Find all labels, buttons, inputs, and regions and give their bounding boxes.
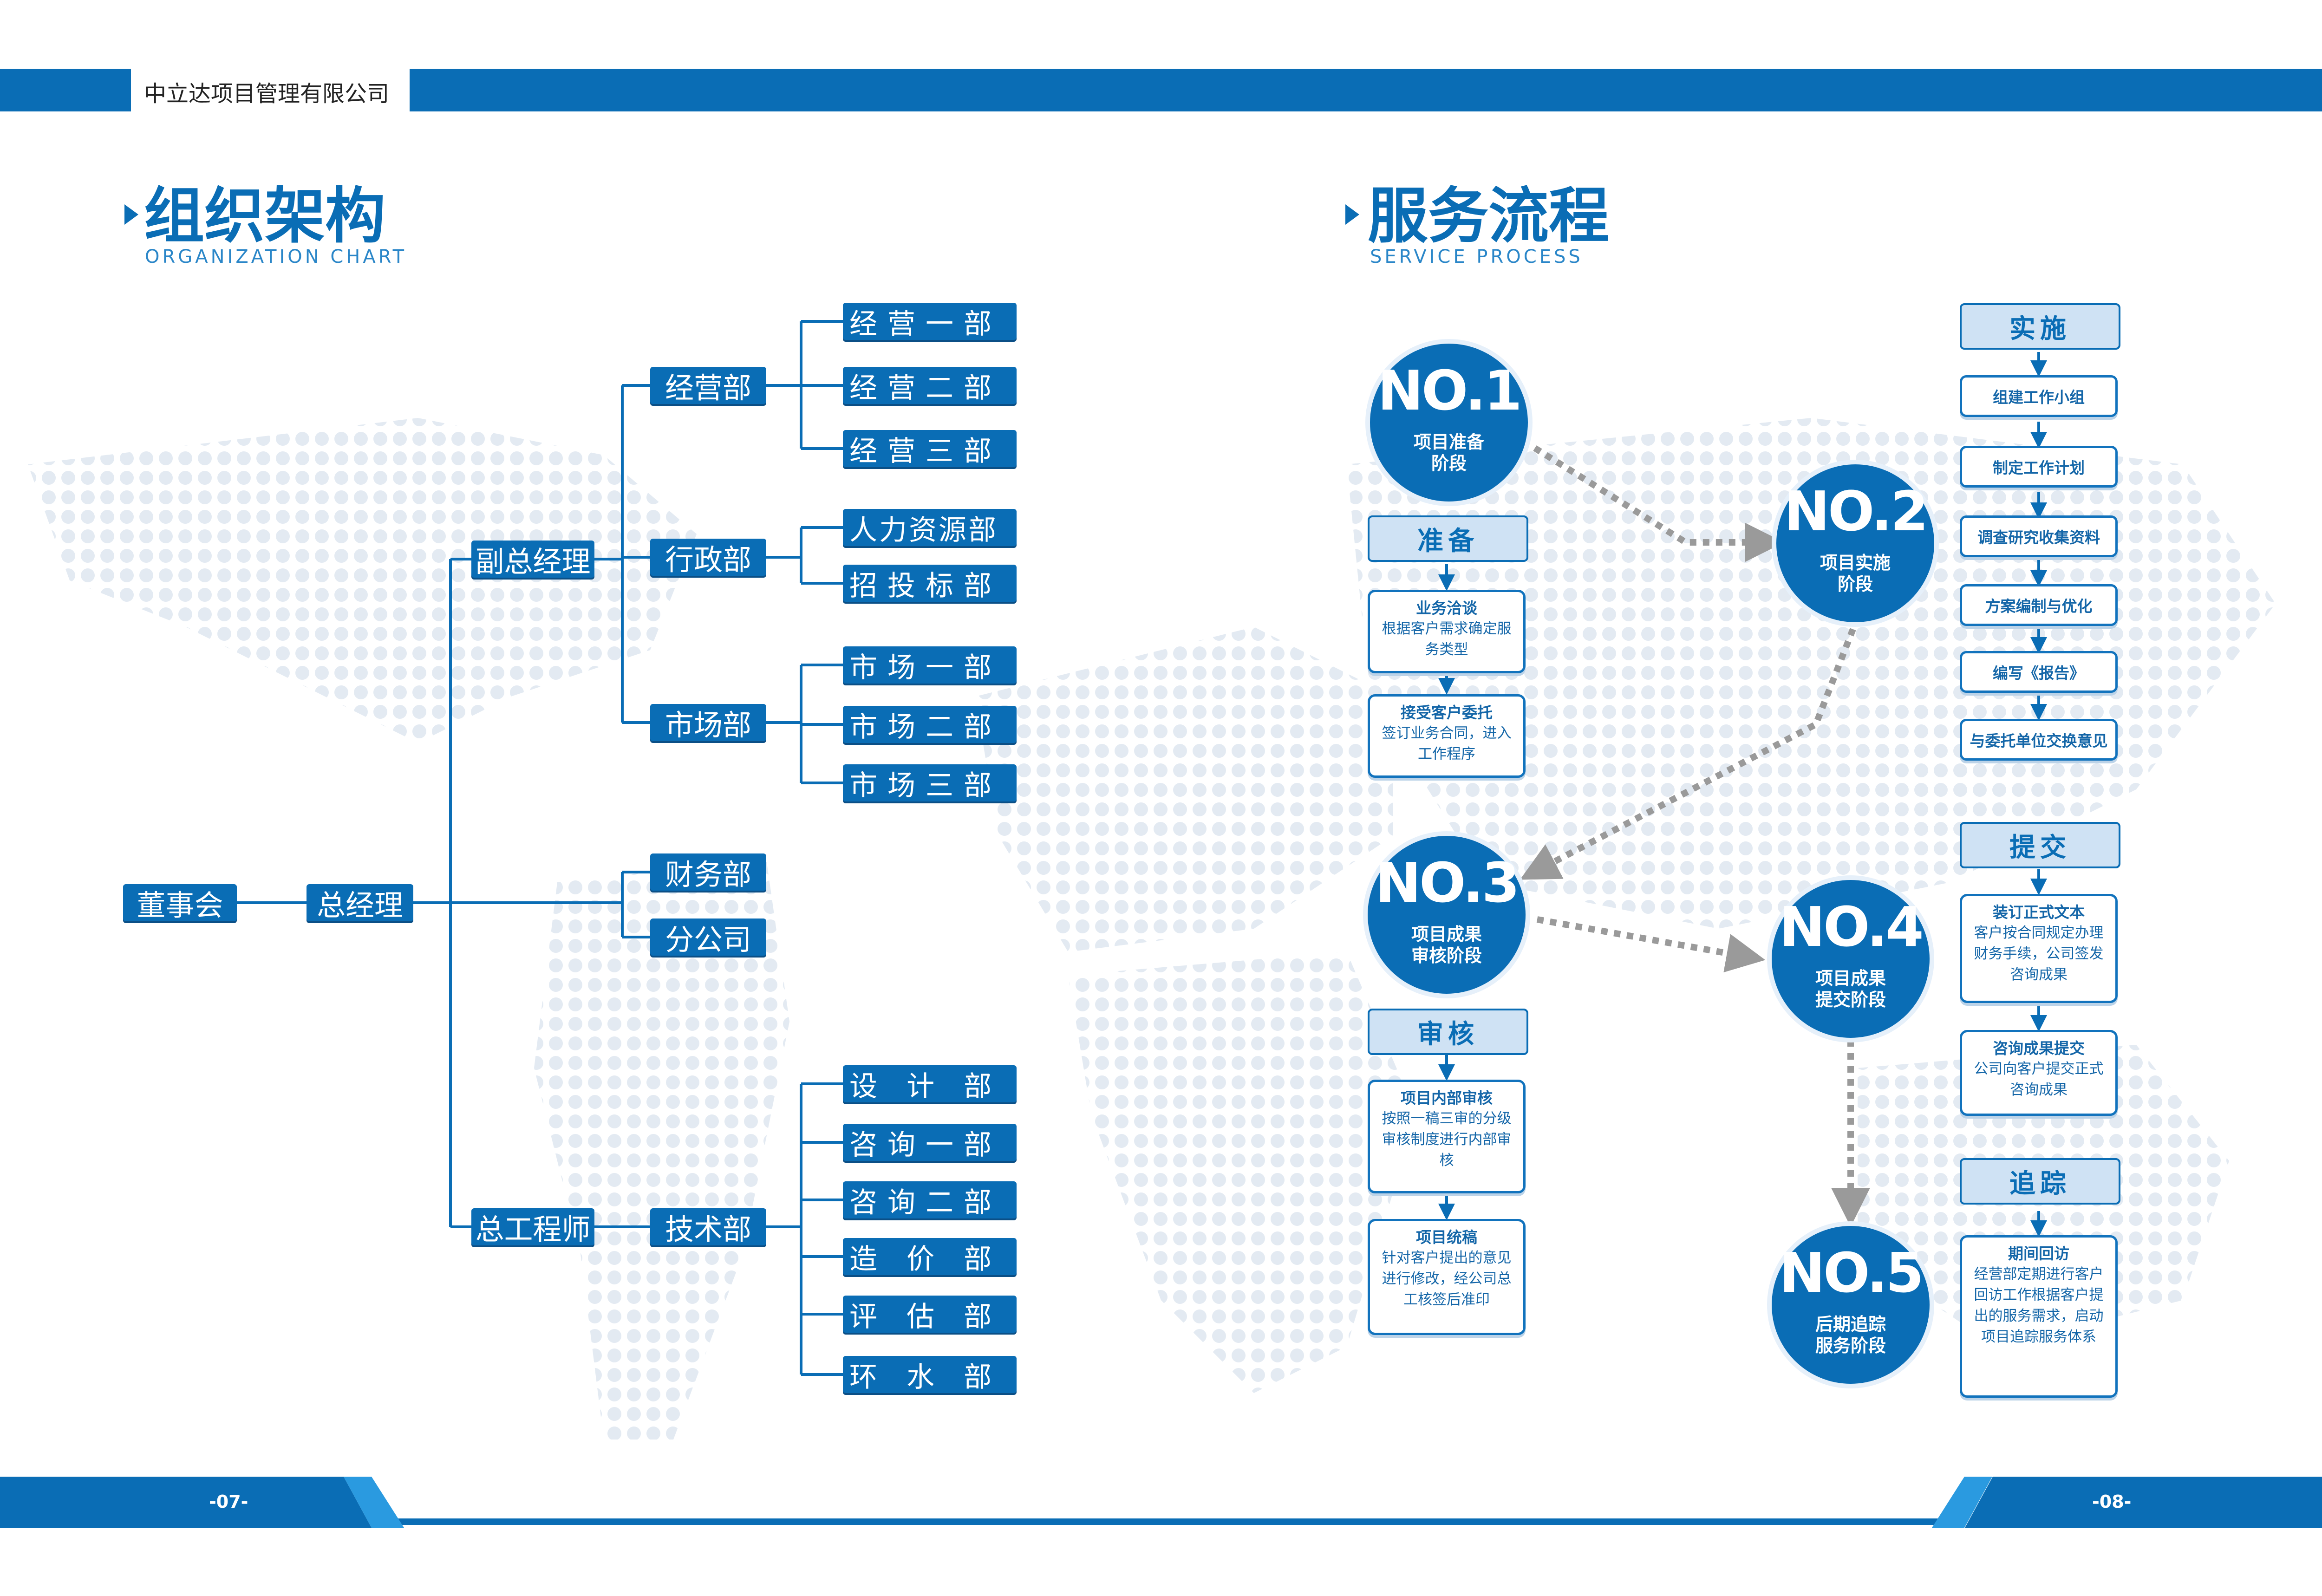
sub-evaluation: 评 估 部	[843, 1296, 1017, 1333]
dept-branch: 分公司	[650, 919, 766, 957]
sub-market-1: 市场一部	[843, 646, 1017, 684]
phase-5-number: NO.5	[1779, 1241, 1924, 1305]
phase-1-label-2: 阶段	[1431, 453, 1467, 474]
sub-operations-1: 经营一部	[843, 303, 1017, 340]
phase-3-label-2: 审核阶段	[1411, 945, 1482, 966]
card-title: 项目内部审核	[1401, 1089, 1493, 1107]
sub-hr: 人力资源部	[843, 509, 1017, 547]
phase-4-number: NO.4	[1779, 895, 1924, 959]
sub-design: 设 计 部	[843, 1065, 1017, 1103]
stage-prepare: 准备	[1368, 515, 1528, 562]
title-arrow-icon	[1345, 204, 1359, 225]
phase-1-circle: NO.1 项目准备 阶段	[1370, 344, 1528, 502]
phase-1-number: NO.1	[1377, 358, 1522, 423]
card-title: 项目统稿	[1416, 1228, 1477, 1246]
track-card-revisit: 期间回访 经营部定期进行客户回访工作根据客户提出的服务需求，启动项目追踪服务体系	[1960, 1235, 2118, 1398]
phase-2-number: NO.2	[1784, 479, 1928, 543]
prepare-card-commission: 接受客户委托 签订业务合同，进入工作程序	[1368, 694, 1526, 778]
board-box: 董事会	[123, 884, 237, 922]
phase-2-label: 项目实施	[1820, 553, 1891, 573]
phase-2-circle: NO.2 项目实施 阶段	[1776, 464, 1934, 622]
prepare-card-negotiation: 业务洽谈 根据客户需求确定服务类型	[1368, 590, 1526, 673]
dept-operations: 经营部	[650, 367, 766, 405]
submit-card-binding: 装订正式文本 客户按合同规定办理财务手续，公司签发咨询成果	[1960, 894, 2118, 1003]
sub-operations-2: 经营二部	[843, 367, 1017, 404]
title-arrow-icon	[124, 204, 138, 225]
phase-2-label-2: 阶段	[1837, 574, 1873, 594]
phase-5-circle: NO.5 后期追踪 服务阶段	[1772, 1226, 1930, 1384]
card-body: 经营部定期进行客户回访工作根据客户提出的服务需求，启动项目追踪服务体系	[1974, 1265, 2104, 1345]
general-manager-box: 总经理	[307, 884, 413, 922]
sub-consult-2: 咨询二部	[843, 1181, 1017, 1219]
stage-track: 追踪	[1960, 1158, 2120, 1205]
sub-environment: 环 水 部	[843, 1356, 1017, 1394]
card-title: 接受客户委托	[1401, 704, 1493, 722]
chief-engineer-box: 总工程师	[471, 1208, 594, 1246]
card-body: 根据客户需求确定服务类型	[1382, 620, 1512, 658]
sub-cost: 造 价 部	[843, 1238, 1017, 1276]
sub-consult-1: 咨询一部	[843, 1124, 1017, 1161]
card-body: 客户按合同规定办理财务手续，公司签发咨询成果	[1974, 924, 2104, 983]
phase-3-number: NO.3	[1375, 851, 1520, 915]
phase-1-label: 项目准备	[1413, 432, 1484, 452]
sub-market-2: 市场二部	[843, 706, 1017, 743]
phase-4-label-2: 提交阶段	[1815, 990, 1886, 1010]
phase-5-label: 后期追踪	[1815, 1314, 1886, 1335]
page-number-right: -08-	[2092, 1492, 2132, 1512]
sub-operations-3: 经营三部	[843, 430, 1017, 468]
submit-card-delivery: 咨询成果提交 公司向客户提交正式咨询成果	[1960, 1030, 2118, 1116]
process-title: 服务流程	[1368, 181, 1610, 251]
card-body: 公司向客户提交正式咨询成果	[1974, 1060, 2104, 1098]
implement-step-1: 组建工作小组	[1960, 375, 2118, 417]
implement-step-5: 编写《报告》	[1960, 651, 2118, 693]
footer-left-band	[0, 1477, 372, 1528]
implement-step-4: 方案编制与优化	[1960, 584, 2118, 626]
stage-implement: 实施	[1960, 303, 2120, 350]
phase-4-circle: NO.4 项目成果 提交阶段	[1772, 880, 1930, 1038]
dept-tech: 技术部	[650, 1208, 766, 1246]
process-subtitle: SERVICE PROCESS	[1370, 246, 1583, 267]
page-number-left: -07-	[209, 1492, 248, 1512]
phase-3-circle: NO.3 项目成果 审核阶段	[1368, 836, 1526, 994]
card-title: 期间回访	[2008, 1244, 2069, 1263]
card-title: 咨询成果提交	[1993, 1039, 2085, 1057]
implement-step-6: 与委托单位交换意见	[1960, 719, 2118, 761]
review-card-finalize: 项目统稿 针对客户提出的意见进行修改，经公司总工核签后准印	[1368, 1219, 1526, 1335]
card-body: 按照一稿三审的分级审核制度进行内部审核	[1382, 1110, 1512, 1169]
footer-right-band	[1965, 1477, 2322, 1528]
phase-3-label: 项目成果	[1411, 924, 1482, 945]
card-title: 装订正式文本	[1993, 903, 2085, 921]
implement-step-2: 制定工作计划	[1960, 446, 2118, 488]
company-name: 中立达项目管理有限公司	[144, 81, 390, 107]
sub-bidding: 招投标部	[843, 565, 1017, 602]
phase-4-label: 项目成果	[1815, 968, 1886, 989]
review-card-internal: 项目内部审核 按照一稿三审的分级审核制度进行内部审核	[1368, 1080, 1526, 1193]
stage-review: 审核	[1368, 1009, 1528, 1055]
card-body: 签订业务合同，进入工作程序	[1382, 724, 1512, 762]
card-title: 业务洽谈	[1416, 599, 1477, 617]
card-body: 针对客户提出的意见进行修改，经公司总工核签后准印	[1382, 1249, 1512, 1308]
org-title: 组织架构	[144, 181, 386, 251]
sub-market-3: 市场三部	[843, 764, 1017, 802]
dept-finance: 财务部	[650, 853, 766, 892]
footer-line	[372, 1518, 1965, 1525]
phase-5-label-2: 服务阶段	[1815, 1335, 1886, 1356]
vice-gm-box: 副总经理	[471, 541, 594, 579]
dept-admin: 行政部	[650, 539, 766, 577]
implement-step-3: 调查研究收集资料	[1960, 515, 2118, 557]
stage-submit: 提交	[1960, 822, 2120, 868]
org-subtitle: ORGANIZATION CHART	[145, 246, 407, 267]
company-name-box	[131, 69, 410, 114]
dept-market: 市场部	[650, 704, 766, 742]
